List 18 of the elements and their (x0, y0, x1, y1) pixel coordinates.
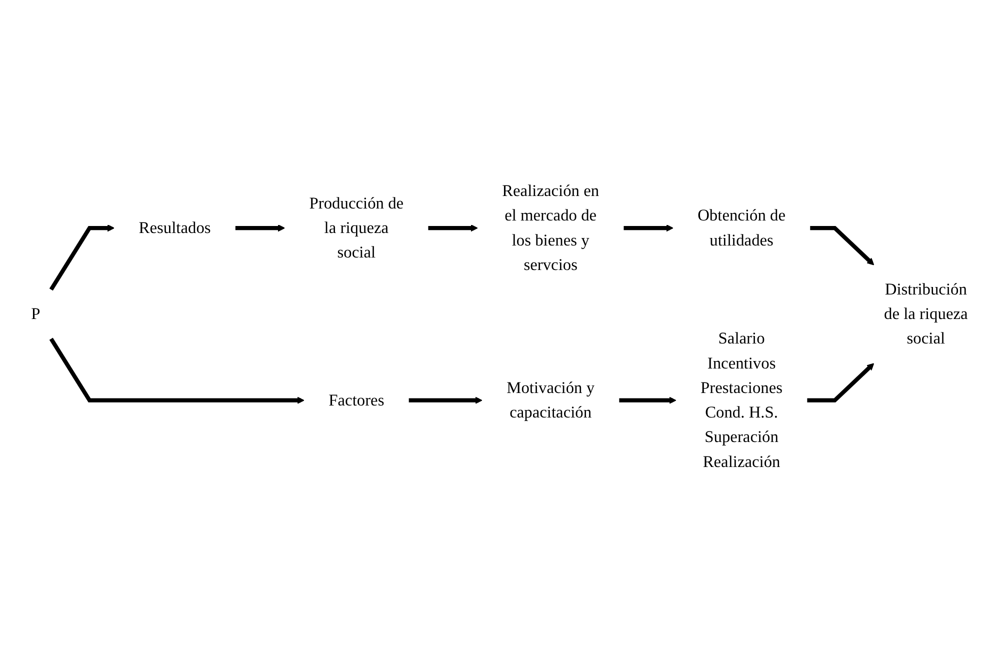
arrow (49, 224, 114, 291)
arrow (428, 224, 478, 232)
arrow (235, 224, 285, 232)
node-text: Salario Incentivos Prestaciones Cond. H.S. Superación Realización (700, 330, 783, 471)
node-text: Distribución de la riqueza social (884, 280, 968, 348)
node-text: Resultados (138, 219, 211, 238)
arrow (408, 396, 482, 404)
node-text: Motivación y capacitación (506, 379, 595, 422)
arrow (810, 226, 874, 266)
arrow (619, 396, 676, 404)
arrow (49, 338, 304, 404)
node-text: Factores (328, 391, 384, 410)
node-text: Obtención de utilidades (698, 206, 786, 250)
node-text: P (31, 305, 40, 324)
node-text: Producción de la riqueza social (309, 194, 404, 262)
node-text: Realización en el mercado de los bienes y servcios (502, 182, 600, 274)
arrow (807, 363, 874, 402)
arrow (624, 224, 674, 232)
